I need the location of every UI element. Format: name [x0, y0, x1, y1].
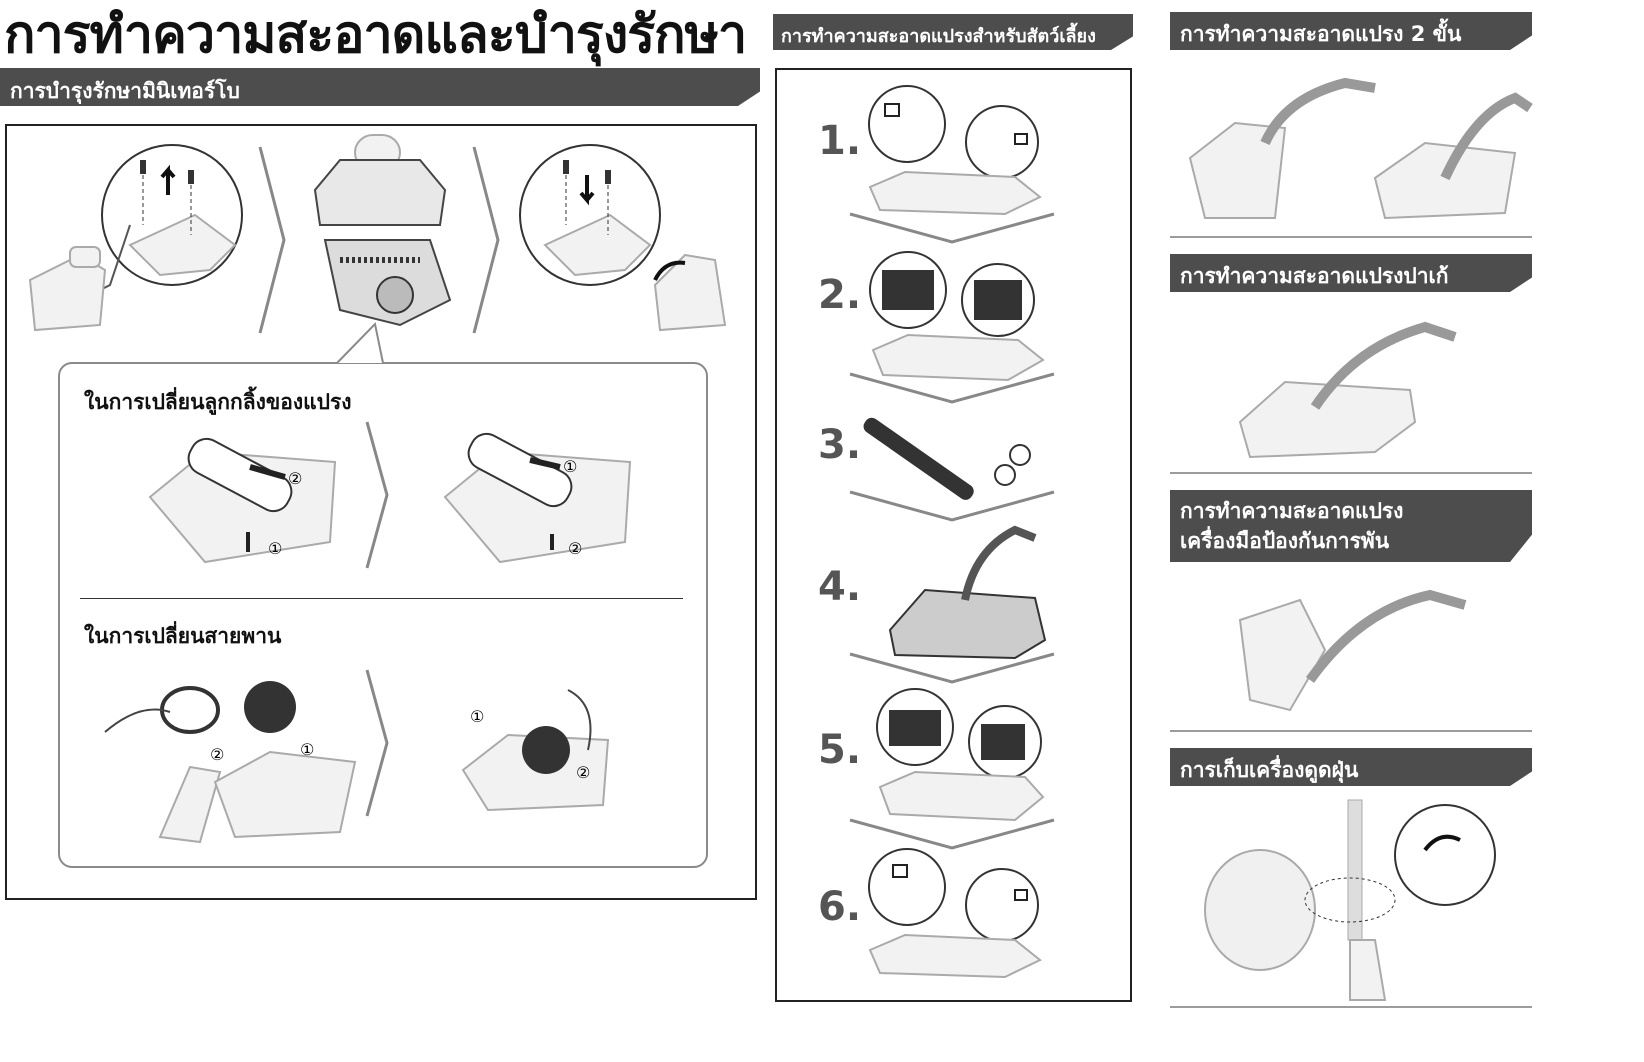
svg-text:①: ① — [268, 539, 282, 558]
step-number: 3. — [818, 422, 862, 468]
lock-icon — [1014, 889, 1028, 901]
roller-remove-illustration: ② ① — [148, 437, 337, 564]
section-header-pet-brush: การทำความสะอาดแปรงสำหรับสัตว์เลี้ยง — [773, 14, 1133, 50]
step-divider-chevron — [849, 490, 1055, 522]
chevron-right-icon — [258, 146, 286, 334]
svg-text:①: ① — [300, 740, 314, 759]
scissors-icon — [1009, 444, 1031, 466]
belt-replacement-heading: ในการเปลี่ยนสายพาน — [84, 624, 282, 648]
svg-text:①: ① — [470, 707, 484, 726]
turbo-brush-opened-illustration — [313, 134, 452, 327]
svg-text:②: ② — [210, 745, 224, 764]
step-number: 5. — [818, 727, 862, 773]
belt-insert-illustration: ① ② — [461, 689, 610, 812]
step-6-lock-illustration — [868, 848, 1042, 979]
step-4-assemble-illustration — [888, 525, 1047, 660]
section-header-mini-turbo: การบำรุงรักษามินิเทอร์โบ — [0, 68, 760, 106]
step-divider-chevron — [849, 818, 1055, 850]
turbo-brush-screw-in-illustration — [519, 144, 727, 332]
step-number: 1. — [818, 118, 862, 164]
roller-replacement-heading: ในการเปลี่ยนลูกกลิ้งของแปรง — [84, 390, 352, 414]
lock-icon — [1014, 133, 1028, 145]
section-divider — [1170, 472, 1532, 474]
section-header-label-line1: การทำความสะอาดแปรง — [1180, 499, 1404, 523]
section-divider — [1170, 730, 1532, 732]
section-header-label-line2: เครื่องมือป้องกันการพัน — [1180, 529, 1390, 553]
step-number: 4. — [818, 564, 862, 610]
chevron-right-icon — [472, 146, 500, 334]
svg-text:②: ② — [576, 763, 590, 782]
arrow-down-icon — [579, 175, 595, 206]
belt-remove-illustration: ② ① — [104, 681, 357, 844]
step-divider-chevron — [849, 652, 1055, 684]
section-header-label: การบำรุงรักษามินิเทอร์โบ — [10, 79, 240, 103]
arrow-up-icon — [160, 164, 176, 195]
chevron-right-icon — [365, 669, 389, 817]
svg-text:②: ② — [568, 539, 582, 558]
section-header-parquet: การทำความสะอาดแปรงปาเก้ — [1170, 254, 1532, 292]
roller-insert-illustration: ① ② — [443, 432, 632, 564]
section-divider — [1170, 236, 1532, 238]
two-step-brush-illustration — [1188, 77, 1533, 220]
svg-text:①: ① — [563, 457, 577, 476]
section-header-label: การทำความสะอาดแปรงสำหรับสัตว์เลี้ยง — [781, 26, 1096, 47]
vacuum-storage-illustration — [1204, 799, 1496, 1001]
section-header-two-step: การทำความสะอาดแปรง 2 ขั้น — [1170, 12, 1532, 50]
page-title: การทำความสะอาดและบำรุงรักษา — [4, 5, 747, 65]
svg-text:②: ② — [288, 469, 302, 488]
screw-icon — [140, 160, 146, 174]
step-number: 6. — [818, 884, 862, 930]
section-header-anti-tangle: การทำความสะอาดแปรง เครื่องมือป้องกันการพ… — [1170, 490, 1532, 562]
turbo-brush-unscrew-illustration — [28, 144, 243, 332]
step-divider-chevron — [849, 212, 1055, 244]
chevron-right-icon — [365, 421, 389, 569]
box-divider — [80, 598, 683, 599]
section-header-label: การเก็บเครื่องดูดฝุ่น — [1180, 758, 1359, 782]
section-divider — [1170, 1006, 1532, 1008]
step-5-roller-illustration — [876, 688, 1045, 822]
step-1-unlock-illustration — [868, 85, 1042, 216]
section-header-label: การทำความสะอาดแปรง 2 ขั้น — [1180, 22, 1462, 46]
section-header-storage: การเก็บเครื่องดูดฝุ่น — [1170, 748, 1532, 786]
lock-icon — [892, 864, 908, 878]
step-divider-chevron — [849, 372, 1055, 404]
section-header-label: การทำความสะอาดแปรงปาเก้ — [1180, 264, 1449, 288]
unlock-icon — [884, 103, 900, 117]
step-number: 2. — [818, 272, 862, 318]
parquet-brush-illustration — [1238, 321, 1457, 459]
anti-tangle-tool-illustration — [1238, 589, 1467, 712]
callout-pointer — [336, 321, 384, 364]
step-2-roller-illustration — [869, 251, 1045, 382]
step-3-cut-hair-illustration — [863, 417, 1031, 500]
